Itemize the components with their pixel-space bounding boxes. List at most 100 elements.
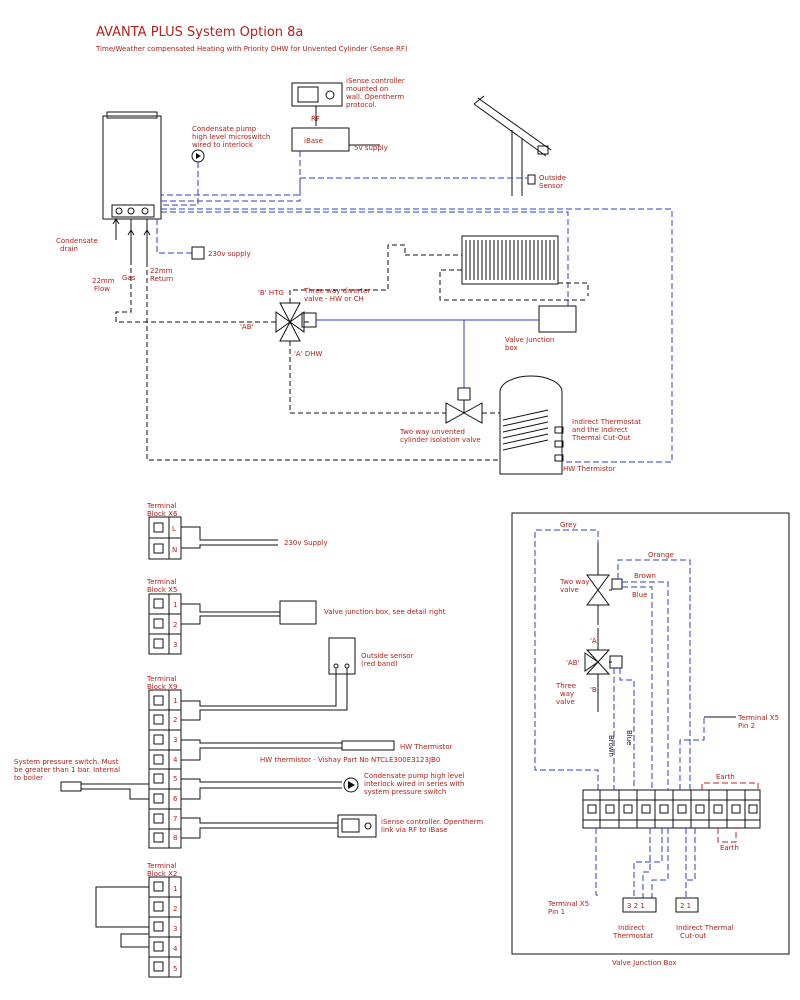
5v-supply-label: 5v supply (354, 144, 388, 152)
three-way-diverter-valve (275, 302, 317, 342)
jb-grey-wire (534, 529, 599, 790)
rf-label: RF (311, 115, 320, 123)
jb-blue-wire (619, 668, 635, 790)
valve-junction-box (538, 305, 577, 333)
pressure-switch (60, 781, 82, 792)
230v-supply-box (191, 246, 205, 260)
hw-thermistor-label: HW Thermistor (563, 465, 616, 473)
x9-pin-5: 5 (173, 775, 177, 783)
jb-brown-wire-top (622, 581, 669, 790)
x9-pin-2: 2 (173, 716, 177, 724)
terminal-block-x9 (148, 689, 182, 849)
x9-pin-4: 4 (173, 756, 178, 764)
jb-thermal-cutout-block (675, 897, 699, 913)
ibase-label: iBase (304, 137, 323, 145)
junction-box-caption: Valve Junction Box (612, 959, 677, 967)
terminal-block-x6 (148, 516, 182, 560)
x6-pin-n: N (172, 546, 177, 554)
x5-pin-3: 3 (173, 641, 177, 649)
house-roof (473, 95, 552, 196)
x2-pin-5: 5 (173, 965, 177, 973)
x9-hw-note: HW thermistor - Vishay Part No NTCLE300E… (260, 756, 440, 764)
x2-link-3-4 (120, 933, 149, 948)
jb-x5-pin2-wire (679, 717, 705, 790)
230v-supply-label: 230v supply (208, 250, 251, 258)
jb-grey-label: Grey (560, 521, 577, 529)
jb-earth-bottom: Earth (720, 844, 739, 852)
x9-hw-thermistor (341, 740, 395, 751)
jb-cutout-pins: 2 1 (680, 902, 691, 910)
x2-pin-2: 2 (173, 905, 177, 913)
port-b-label: 'B' HTG (258, 289, 284, 297)
page-subtitle: Time/Weather compensated Heating with Pr… (95, 45, 408, 53)
x9-pin-8: 8 (173, 834, 177, 842)
x5-note: Valve junction box, see detail right (324, 608, 446, 616)
gas-label: Gas (122, 274, 136, 282)
isense-controller (291, 82, 343, 107)
x9-pin-6: 6 (173, 795, 178, 803)
x9-pump-icon (343, 777, 359, 793)
junction-three-way-valve (584, 628, 623, 712)
x9-pin-7: 7 (173, 815, 177, 823)
unvented-cylinder (499, 375, 564, 475)
jb-port-b: 'B' (590, 686, 599, 694)
jb-brown-top-label: Brown (634, 572, 656, 580)
x5-pin-1: 1 (173, 601, 177, 609)
page-title: AVANTA PLUS System Option 8a (96, 25, 303, 40)
x9-isense-controller (337, 814, 377, 838)
x5-pin-2: 2 (173, 621, 177, 629)
x9-pin-1: 1 (173, 697, 177, 705)
radiator (461, 235, 559, 285)
boiler-pipe-arrows (112, 218, 151, 262)
x6-note: 230v Supply (284, 539, 328, 547)
terminal-block-x5 (148, 593, 182, 655)
x9-outside-sensor (328, 637, 356, 675)
x2-pin-3: 3 (173, 925, 177, 933)
jb-blue-vertical: Blue (625, 730, 633, 746)
jb-thermostat-pins: 3 2 1 (627, 902, 645, 910)
x9-pin-3: 3 (173, 736, 177, 744)
jb-earth-top: Earth (716, 773, 735, 781)
jb-orange-wire (617, 559, 691, 790)
port-a-label: 'A' DHW (294, 350, 323, 358)
jb-blue-wire-top (622, 586, 653, 790)
jb-port-a: 'A' (590, 637, 599, 645)
outside-sensor (527, 174, 536, 185)
x5-junction-box (279, 600, 317, 625)
jb-brown-vertical: Brown (607, 735, 615, 757)
x2-pin-4: 4 (173, 945, 178, 953)
x9-hw-label: HW Thermistor (400, 743, 453, 751)
x9-outside-label: Outside sensor(red band) (361, 652, 414, 668)
x2-link-1-3 (95, 886, 149, 928)
junction-terminal-strip (582, 789, 761, 829)
boiler (102, 111, 162, 220)
junction-two-way-valve (586, 543, 623, 625)
jb-x5-pin1-wire (595, 828, 600, 896)
jb-orange-label: Orange (648, 551, 674, 559)
jb-indirect-thermostat-block (622, 897, 657, 913)
port-ab-label: 'AB' (240, 323, 254, 331)
junction-box-frame (511, 512, 790, 955)
